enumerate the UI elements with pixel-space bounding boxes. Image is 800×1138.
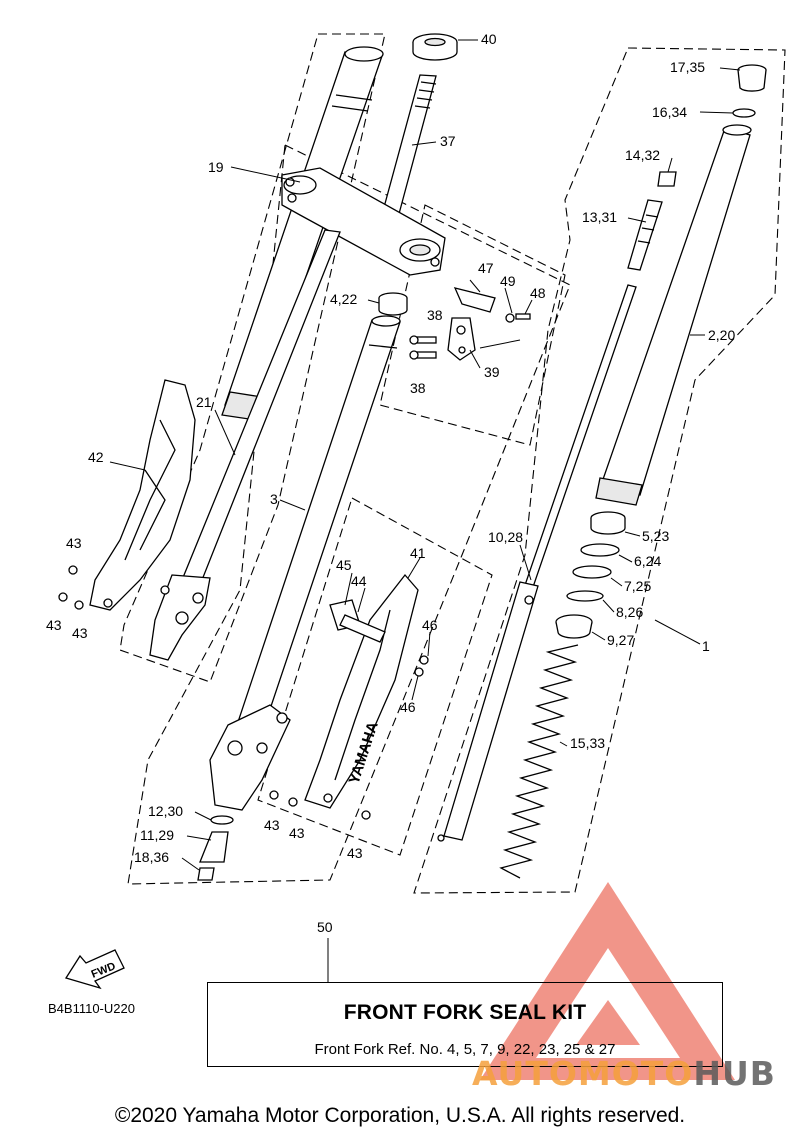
watermark-text-part2: HUB <box>693 1054 776 1093</box>
callout-39: 39 <box>484 364 500 380</box>
copyright-notice: ©2020 Yamaha Motor Corporation, U.S.A. A… <box>114 1104 686 1127</box>
bolts-38 <box>409 335 437 360</box>
callout-43-e: 43 <box>289 825 305 841</box>
callout-5-23: 5,23 <box>642 528 669 544</box>
callout-2-20: 2,20 <box>708 327 735 343</box>
part-12-30-o-ring <box>210 815 234 825</box>
callout-labels: 40 37 19 17,35 16,34 14,32 13,31 47 49 4… <box>46 31 735 935</box>
callout-12-30: 12,30 <box>148 803 183 819</box>
part-13-31-damper-rod <box>627 199 663 271</box>
part-6-24-washer <box>580 543 620 557</box>
callout-40: 40 <box>481 31 497 47</box>
callout-46-bottom: 46 <box>400 699 416 715</box>
lower-axle-bracket <box>209 704 291 811</box>
callout-45: 45 <box>336 557 352 573</box>
part-5-23-slide-bushing <box>590 511 626 535</box>
right-fork-assembly-outline <box>413 47 786 894</box>
left-fork-assembly-outline <box>119 33 386 683</box>
callout-8-26: 8,26 <box>616 604 643 620</box>
callout-1: 1 <box>702 638 710 654</box>
callout-44: 44 <box>351 573 367 589</box>
watermark-text-part1: AUTOMOTO <box>472 1054 694 1093</box>
seal-kit-box: FRONT FORK SEAL KIT Front Fork Ref. No. … <box>207 982 723 1067</box>
callout-4-22: 4,22 <box>330 291 357 307</box>
callout-37: 37 <box>440 133 456 149</box>
callout-43-d: 43 <box>264 817 280 833</box>
part-9-27-dust-seal <box>555 614 593 639</box>
part-16-34-o-ring <box>732 108 756 118</box>
callout-21: 21 <box>196 394 212 410</box>
leader-lines <box>109 39 741 982</box>
part-47-hose-guide <box>453 287 496 313</box>
callout-17-35: 17,35 <box>670 59 705 75</box>
callout-38-top: 38 <box>427 307 443 323</box>
callout-3: 3 <box>270 491 278 507</box>
guard-subassembly-outline <box>257 497 493 856</box>
callout-38-bottom: 38 <box>410 380 426 396</box>
callout-16-34: 16,34 <box>652 104 687 120</box>
part-18-36-bolt <box>197 867 215 881</box>
part-45-44-brake-hose-bracket <box>329 599 386 643</box>
watermark-text: AUTOMOTOHUB <box>472 1054 776 1093</box>
callout-13-31: 13,31 <box>582 209 617 225</box>
under-bracket <box>281 167 446 276</box>
part-37-steering-stem <box>379 74 437 226</box>
callout-49: 49 <box>500 273 516 289</box>
part-2-20-outer-tube-right <box>595 124 752 506</box>
callout-7-25: 7,25 <box>624 578 651 594</box>
part-4-22-bushing <box>378 292 408 316</box>
center-fork-assembly-outline <box>127 144 571 885</box>
part-40-cap <box>412 33 458 61</box>
part-39-clamp-plate <box>447 317 476 361</box>
seal-kit-description: Front Fork Ref. No. 4, 5, 7, 9, 22, 23, … <box>314 1041 616 1058</box>
callout-42: 42 <box>88 449 104 465</box>
bolts-46 <box>414 655 429 677</box>
part-15-33-fork-spring <box>499 644 579 879</box>
callout-6-24: 6,24 <box>634 553 661 569</box>
callout-19: 19 <box>208 159 224 175</box>
callout-43-c: 43 <box>72 625 88 641</box>
part-17-35-fork-cap-bolt <box>737 64 767 92</box>
part-7-25-oil-seal <box>572 565 612 579</box>
diagram-code: B4B1110-U220 <box>48 1001 135 1016</box>
bolts-48-49 <box>505 313 531 323</box>
callout-47: 47 <box>478 260 494 276</box>
part-8-26-circlip <box>566 590 604 602</box>
part-14-32-nut <box>657 171 677 187</box>
watermark-logo-icon <box>480 882 735 1080</box>
part-19-outer-tube-left <box>221 46 384 421</box>
callout-9-27: 9,27 <box>607 632 634 648</box>
callout-43-f: 43 <box>347 845 363 861</box>
callout-43-b: 43 <box>46 617 62 633</box>
part-10-28-damper-cylinder <box>437 284 637 842</box>
callout-50: 50 <box>317 919 333 935</box>
callout-10-28: 10,28 <box>488 529 523 545</box>
callout-14-32: 14,32 <box>625 147 660 163</box>
callout-41: 41 <box>410 545 426 561</box>
seal-kit-title: FRONT FORK SEAL KIT <box>343 1001 587 1024</box>
callout-43-a: 43 <box>66 535 82 551</box>
part-21-inner-tube-left <box>149 229 341 661</box>
callout-18-36: 18,36 <box>134 849 169 865</box>
callout-46-top: 46 <box>422 617 438 633</box>
callout-15-33: 15,33 <box>570 735 605 751</box>
part-11-29-base-valve <box>199 831 229 863</box>
part-41-fork-guard-right <box>304 573 419 809</box>
part-42-fork-guard-left <box>89 379 196 611</box>
callout-11-29: 11,29 <box>140 827 174 843</box>
fwd-arrow-icon: FWD <box>64 949 125 990</box>
bolts-43 <box>58 565 371 820</box>
callout-48: 48 <box>530 285 546 301</box>
